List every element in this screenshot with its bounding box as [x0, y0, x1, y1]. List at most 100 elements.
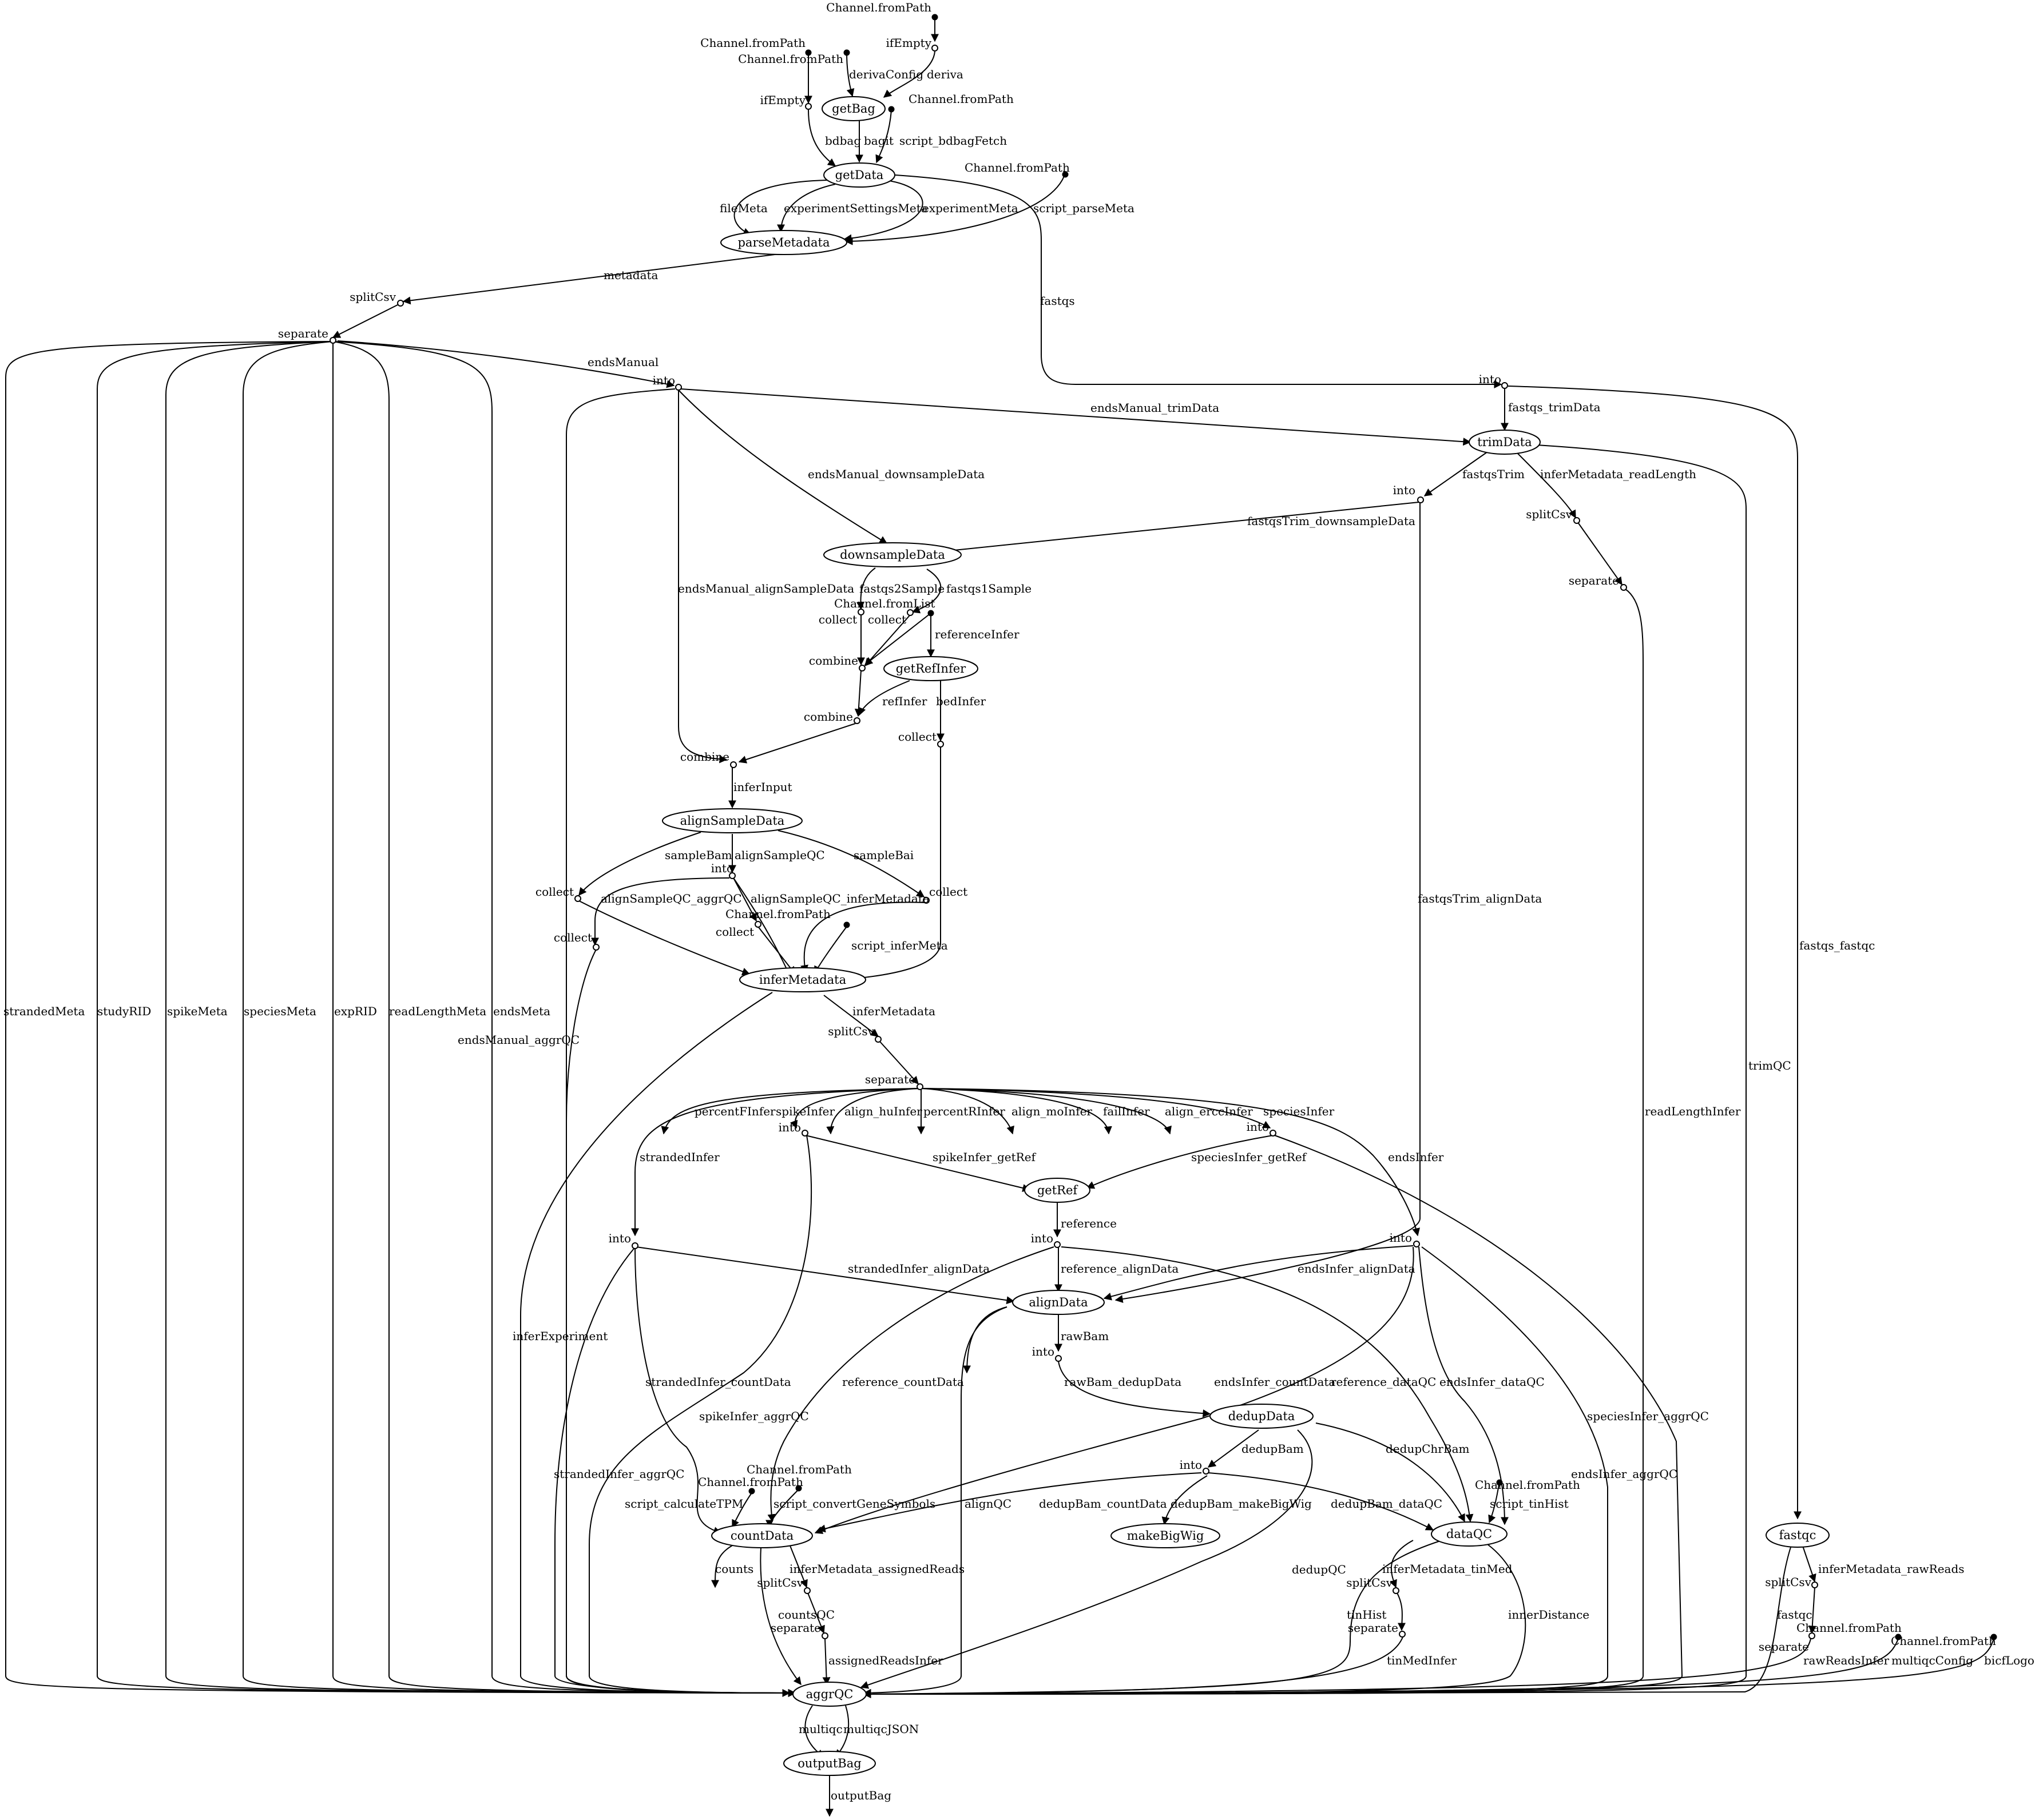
- op-into-spike: [802, 1130, 808, 1136]
- edge-endsInfer-alignData: [1103, 1245, 1414, 1301]
- node-makeBigWig[interactable]: makeBigWig: [1110, 1523, 1220, 1548]
- edge-label: endsManual: [588, 355, 659, 369]
- op-combine1: [859, 665, 866, 671]
- edge-tinHist: [863, 1538, 1448, 1698]
- edge-label: spikeMeta: [167, 1004, 228, 1018]
- edge-label: endsManual_aggrQC: [458, 1033, 580, 1047]
- edge-countsQC: [760, 1547, 802, 1686]
- node-alignData[interactable]: alignData: [1012, 1290, 1105, 1315]
- edge-label: script_convertGeneSymbols: [773, 1497, 935, 1511]
- edge-label: script_tinHist: [1490, 1497, 1569, 1511]
- edge-label: spikeInfer_aggrQC: [699, 1409, 809, 1423]
- edge-label: bagit: [864, 134, 894, 148]
- edge-label: align_moInfer: [1011, 1104, 1092, 1118]
- edge-counts: [711, 1545, 733, 1588]
- edge-label: endsInfer_countData: [1214, 1375, 1335, 1389]
- edge-strandedInfer-alignData: [636, 1246, 1015, 1305]
- edge-label: alignQC: [965, 1497, 1011, 1511]
- edge-fastqs1Sample: [911, 569, 942, 614]
- node-getBag[interactable]: getBag: [822, 96, 886, 121]
- op-splitcsv-count: [804, 1587, 811, 1594]
- edge-endsInfer-dataQC: [1418, 1246, 1509, 1525]
- op-into-fastqs: [1501, 382, 1508, 389]
- op-label: Channel.fromPath: [698, 1475, 803, 1489]
- edge-fastqsTrim-alignData: [1114, 502, 1421, 1304]
- node-dedupData-label: dedupData: [1228, 1409, 1295, 1423]
- node-alignSampleData[interactable]: alignSampleData: [662, 808, 803, 833]
- node-dataQC-label: dataQC: [1446, 1527, 1492, 1541]
- op-label: Channel.fromPath: [1475, 1478, 1580, 1492]
- op-label: splitCsv: [1765, 1575, 1811, 1589]
- node-fastqc[interactable]: fastqc: [1766, 1523, 1830, 1548]
- edge-fastqs2Sample: [856, 567, 876, 610]
- edge-failInfer: [922, 1088, 1112, 1135]
- edge-endsMeta: [332, 341, 796, 1697]
- edge-endsInfer-aggrQC: [863, 1246, 1608, 1698]
- op-label: separate: [1569, 574, 1619, 587]
- edge-label: bdbag: [825, 134, 861, 148]
- op-label: into: [653, 373, 675, 387]
- edge-alignQC: [963, 1306, 1007, 1374]
- edge-bicfLogo: [863, 1638, 1994, 1698]
- node-aggrQC[interactable]: aggrQC: [792, 1682, 867, 1707]
- op-label: ifEmpty: [886, 36, 931, 50]
- op-label: splitCsv: [1346, 1576, 1393, 1589]
- node-downsampleData[interactable]: downsampleData: [823, 542, 962, 567]
- op-collect-ds2: [858, 609, 864, 615]
- op-label: into: [1032, 1345, 1054, 1358]
- node-dedupData[interactable]: dedupData: [1209, 1404, 1314, 1429]
- node-getData[interactable]: getData: [823, 162, 895, 188]
- operator-dots: [330, 45, 1818, 1639]
- op-collect-bam: [574, 895, 581, 902]
- node-outputBag[interactable]: outputBag: [783, 1751, 876, 1776]
- edge-splitcsv-separate-trim: [1577, 521, 1623, 586]
- edge-endsManual-alignSample: [678, 390, 728, 764]
- op-splitcsv-infer: [875, 1036, 882, 1043]
- source-dots: [748, 14, 1997, 1640]
- op-label: into: [1390, 1231, 1412, 1245]
- edge-label: inferMetadata: [852, 1004, 935, 1018]
- node-parseMetadata[interactable]: parseMetadata: [720, 230, 847, 255]
- node-getRef[interactable]: getRef: [1024, 1178, 1090, 1203]
- op-label: collect: [819, 613, 857, 626]
- edge-script-inferMeta: [814, 926, 847, 975]
- edge-strandedInfer: [631, 1088, 919, 1237]
- node-outputBag-label: outputBag: [798, 1757, 861, 1770]
- edge-bdbag: [808, 109, 836, 166]
- op-label: combine: [680, 750, 729, 764]
- edge-label: fastqc: [1777, 1608, 1812, 1622]
- node-trimData[interactable]: trimData: [1469, 430, 1541, 455]
- edge-label: inferMetadata_rawReads: [1818, 1562, 1965, 1576]
- op-label: collect: [898, 730, 937, 744]
- edge-label: inferInput: [733, 780, 792, 794]
- edge-spikeInfer: [790, 1088, 919, 1129]
- edge-asqc-collect: [733, 877, 757, 922]
- node-fastqc-label: fastqc: [1779, 1528, 1816, 1542]
- dot-chfp-tpm: [748, 1488, 755, 1495]
- op-combine2: [854, 717, 860, 724]
- edge-readLength-splitcsv: [1516, 451, 1576, 519]
- edge-label: endsInfer_aggrQC: [1571, 1467, 1677, 1481]
- node-inferMetadata[interactable]: inferMetadata: [739, 967, 866, 992]
- node-getRefInfer[interactable]: getRefInfer: [883, 656, 978, 681]
- node-countData[interactable]: countData: [711, 1523, 813, 1548]
- edge-rawReadsInfer: [863, 1638, 1811, 1698]
- edge-label: reference_alignData: [1061, 1262, 1179, 1275]
- edge-dedupChrBam: [1315, 1422, 1465, 1523]
- op-label: Channel.fromPath: [725, 907, 831, 921]
- node-dataQC[interactable]: dataQC: [1431, 1521, 1508, 1547]
- edge-script-tinHist: [1488, 1484, 1500, 1524]
- edge-label: derivaConfig: [849, 67, 923, 81]
- edge-label: expRID: [334, 1004, 377, 1018]
- op-ifempty-left: [805, 103, 812, 110]
- edge-percentFInfer: [661, 1088, 919, 1135]
- op-separate-trim: [1620, 584, 1627, 591]
- edge-label: tinMedInfer: [1387, 1654, 1457, 1667]
- edge-label: endsMeta: [493, 1004, 550, 1018]
- edge-label: bedInfer: [936, 694, 986, 708]
- op-label: into: [1479, 372, 1501, 386]
- edge-label: referenceInfer: [935, 627, 1020, 641]
- op-separate-dqc: [1399, 1631, 1406, 1638]
- edge-label: fastqs: [1040, 294, 1075, 308]
- op-splitcsv-meta: [397, 300, 404, 307]
